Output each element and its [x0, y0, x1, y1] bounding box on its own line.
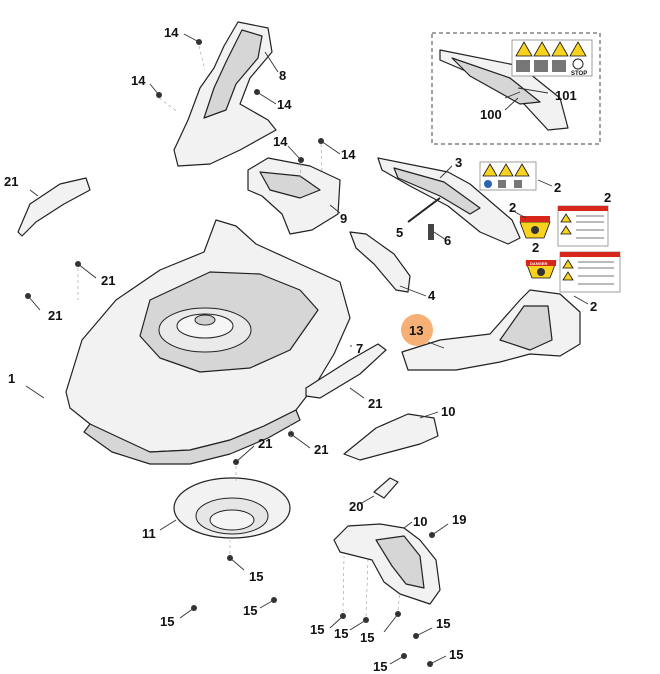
callout-101: 101: [555, 88, 577, 103]
sticker-stop-text: STOP: [571, 71, 587, 77]
part-6-deflector[interactable]: [343, 413, 439, 461]
callout-7: 5: [396, 225, 403, 240]
sticker-2-e[interactable]: [559, 251, 621, 293]
part-11-wheel-cover[interactable]: [173, 477, 291, 539]
sticker-danger-text: DANGER: [530, 261, 547, 266]
callout-15-e: 15: [334, 626, 348, 641]
sticker-2-c[interactable]: [557, 205, 609, 247]
sticker-2-a[interactable]: [479, 161, 537, 191]
callout-14-d: 14: [273, 134, 288, 149]
sticker-2-b[interactable]: [519, 216, 551, 239]
part-19-strip[interactable]: [305, 343, 387, 399]
part-10-housing[interactable]: [333, 523, 441, 605]
callout-4: 7: [356, 341, 363, 356]
callout-19: 21: [368, 396, 382, 411]
callout-15-c: 15: [243, 603, 257, 618]
callout-2-a: 2: [554, 180, 561, 195]
part-10-shading: [375, 535, 425, 589]
callout-2-d: 2: [532, 240, 539, 255]
part-8-shading: [203, 29, 263, 119]
callout-14-e: 14: [341, 147, 356, 162]
callout-21-b: 21: [48, 308, 62, 323]
callout-14-c: 14: [277, 97, 292, 112]
callout-5: 4: [428, 288, 436, 303]
callout-21-a: 21: [101, 273, 115, 288]
part-5-bracket[interactable]: [349, 231, 411, 293]
callout-14-a: 14: [164, 25, 179, 40]
part-3-shading: [393, 167, 481, 215]
inset-frame: [431, 32, 601, 145]
callout-15-a: 15: [249, 569, 263, 584]
callout-15-b: 15: [160, 614, 174, 629]
part-20-side-trim[interactable]: [17, 177, 91, 237]
callout-20: 21: [4, 174, 18, 189]
callout-2-e: 2: [590, 299, 597, 314]
callout-15-h: 15: [373, 659, 387, 674]
callout-15-f: 15: [360, 630, 374, 645]
callout-21-c: 21: [258, 436, 272, 451]
callout-3: 3: [455, 155, 462, 170]
callout-21-d: 21: [314, 442, 328, 457]
sticker-101[interactable]: STOP: [511, 39, 593, 77]
callout-1: 1: [8, 371, 15, 386]
part-13-shading: [499, 305, 553, 351]
callout-2-b: 2: [509, 200, 516, 215]
callout-15-d: 15: [310, 622, 324, 637]
callout-16: 19: [452, 512, 466, 527]
sticker-2-d[interactable]: DANGER: [525, 260, 557, 279]
callout-13-highlight: [401, 314, 433, 346]
callout-15-i: 15: [449, 647, 463, 662]
part-18-clip[interactable]: [373, 477, 399, 499]
callout-12: 6: [444, 233, 451, 248]
callout-13: 13: [409, 323, 423, 338]
part-7-lever[interactable]: [407, 197, 441, 223]
part-9-shading: [259, 171, 321, 199]
callout-8: 8: [279, 68, 286, 83]
callout-18: 20: [349, 499, 363, 514]
callout-10: 10: [413, 514, 427, 529]
deck-front-skirt: [83, 409, 301, 465]
callout-9: 9: [340, 211, 347, 226]
callout-100: 100: [480, 107, 502, 122]
callout-6: 10: [441, 404, 455, 419]
callout-2-c: 2: [604, 190, 611, 205]
callout-11: 11: [142, 526, 156, 541]
callout-15-g: 15: [436, 616, 450, 631]
callout-14-b: 14: [131, 73, 146, 88]
assembly-guides: [77, 45, 401, 617]
part-12-cable[interactable]: [428, 224, 434, 240]
